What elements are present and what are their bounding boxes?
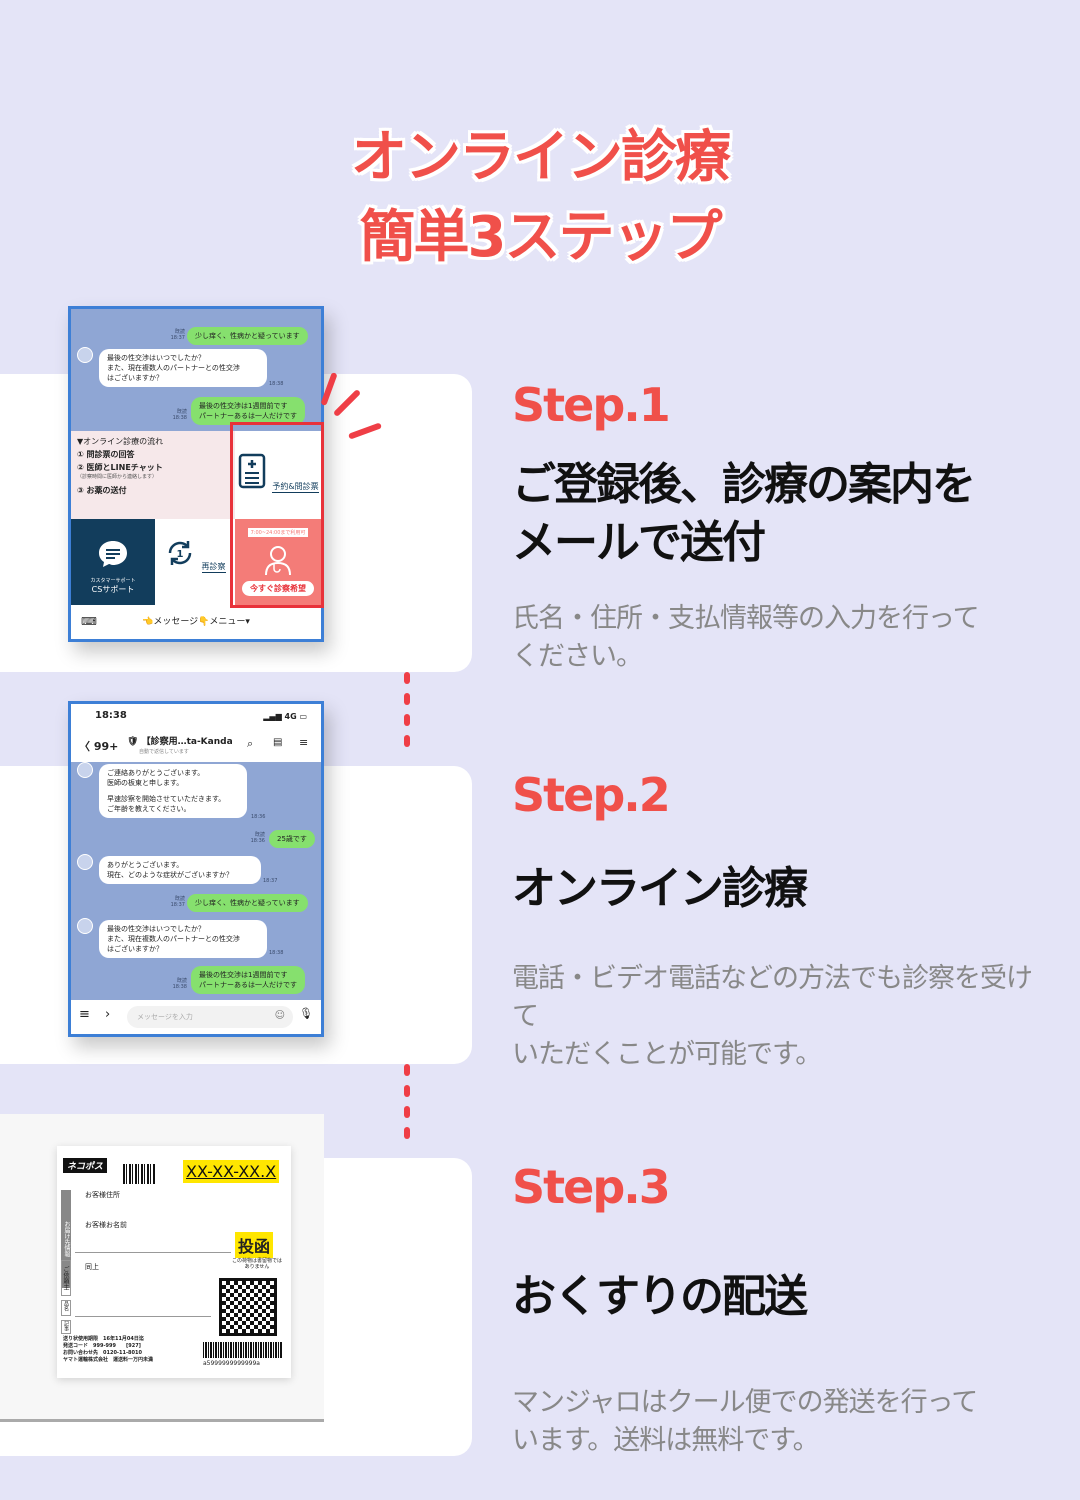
doctor-avatar [77, 762, 93, 778]
doctor-avatar [77, 347, 93, 363]
clipboard-icon [239, 453, 266, 489]
chat-bubble: 最後の性交渉はいつでしたか？ また、現在複数人のパートナーとの性交渉 はございま… [99, 920, 267, 958]
step1-label: Step.1 [512, 378, 671, 432]
chat-bubble: 最後の性交渉はいつでしたか？ また、現在複数人のパートナーとの性交渉 はございま… [99, 349, 267, 387]
emoji-icon: ☺ [274, 1010, 285, 1021]
tracking-code: XX-XX-XX.X [183, 1160, 280, 1183]
label-footer: 送り状使用期限 16年11月04日迄 発送コード 999-999 [927] お… [63, 1336, 154, 1363]
chevron-right-icon[interactable]: › [105, 1007, 111, 1022]
message-input[interactable]: メッセージを入力 ☺ [127, 1006, 293, 1028]
step1-description: 氏名・住所・支払情報等の入力を行って ください。 [512, 603, 980, 672]
page-title-line1: オンライン診療 [351, 125, 731, 190]
chat-bubble: 少し痒く、性病かと疑っています [187, 894, 308, 912]
chat-bubble: ご連絡ありがとうございます。 医師の板東と申します。 早速診察を開始させていただ… [99, 764, 247, 818]
toukan-badge: 投函 [235, 1232, 274, 1258]
rich-menu: ▼オンライン診療の流れ ① 問診票の回答 ② 医師とLINEチャット （診察時間… [71, 431, 321, 605]
message-input-bar: ≡ › メッセージを入力 ☺ 🎙 [71, 1000, 321, 1034]
chat-icon [99, 541, 127, 567]
chat-bubble: 25歳です [269, 830, 315, 848]
barcode [203, 1342, 283, 1358]
doctor-avatar [77, 918, 93, 934]
page-title-line2: 簡単3ステップ [359, 205, 723, 270]
qr-code [219, 1278, 277, 1336]
barcode [123, 1164, 155, 1184]
step3-label: Step.3 [512, 1160, 671, 1214]
doctor-icon [265, 546, 291, 576]
chat-bubble: ありがとうございます。 現在、どのような症状がございますか？ [99, 856, 261, 884]
chat-bubble: 少し痒く、性病かと疑っています [187, 327, 308, 345]
re-examination-button[interactable]: 1 再診察 [155, 519, 235, 605]
step2-description: 電話・ビデオ電話などの方法でも診察を受けて いただくことが可能です。 [512, 963, 1033, 1070]
chat-bubble: 最後の性交渉は1週間前です パートナーあるは一人だけです [191, 397, 305, 425]
connector-dots [404, 1064, 412, 1148]
brand-logo: ネコポス [63, 1158, 107, 1173]
menu-toggle-bar[interactable]: ⌨ 👈メッセージ👇メニュー▾ [71, 605, 321, 639]
reservation-questionnaire-button[interactable]: 予約&問診票 [235, 431, 321, 519]
back-button[interactable]: 〈 99+ [79, 740, 119, 753]
search-icon[interactable]: ⌕ [247, 737, 254, 750]
highlight-box [230, 422, 324, 608]
consult-now-button[interactable]: 7:00~24:00まで利用可 今すぐ診察希望 [235, 519, 321, 605]
nekopos-label: ネコポス XX-XX-XX.X お届け先情報 お客様住所 お客様お名前 ご依頼主… [57, 1146, 291, 1378]
notes-icon[interactable]: ▤ [273, 737, 283, 748]
svg-text:1: 1 [177, 549, 184, 560]
line-chat-screenshot: 18:38 ▂▄▆ 4G ▭ 〈 99+ 🛡 【診察用…ta-Kanda 自動で… [68, 701, 324, 1037]
connector-dots [404, 672, 412, 756]
chat-header: 〈 99+ 🛡 【診察用…ta-Kanda 自動で返信しています ⌕ ▤ ≡ [71, 730, 321, 762]
step1-heading: ご登録後、診療の案内を メールで送付 [512, 459, 976, 568]
status-bar: 18:38 ▂▄▆ 4G ▭ [71, 704, 321, 730]
keyboard-icon: ⌨ [81, 615, 97, 628]
menu-icon[interactable]: ≡ [299, 736, 309, 749]
step2-heading: オンライン診療 [512, 863, 808, 914]
mic-icon[interactable]: 🎙 [299, 1007, 313, 1020]
cs-support-button[interactable]: カスタマーサポート CSサポート [71, 519, 155, 605]
refresh-icon: 1 [169, 541, 192, 565]
doctor-avatar [77, 854, 93, 870]
flow-list: ▼オンライン診療の流れ ① 問診票の回答 ② 医師とLINEチャット （診察時間… [77, 437, 164, 495]
step3-heading: おくすりの配送 [512, 1271, 808, 1322]
chat-bubble: 最後の性交渉は1週間前です パートナーあるは一人だけです [191, 966, 305, 994]
step2-label: Step.2 [512, 768, 671, 822]
step3-description: マンジャロはクール便での発送を行って います。送料は無料です。 [512, 1387, 978, 1456]
menu-icon[interactable]: ≡ [79, 1007, 90, 1022]
chat-title: 🛡 【診察用…ta-Kanda [127, 737, 233, 747]
